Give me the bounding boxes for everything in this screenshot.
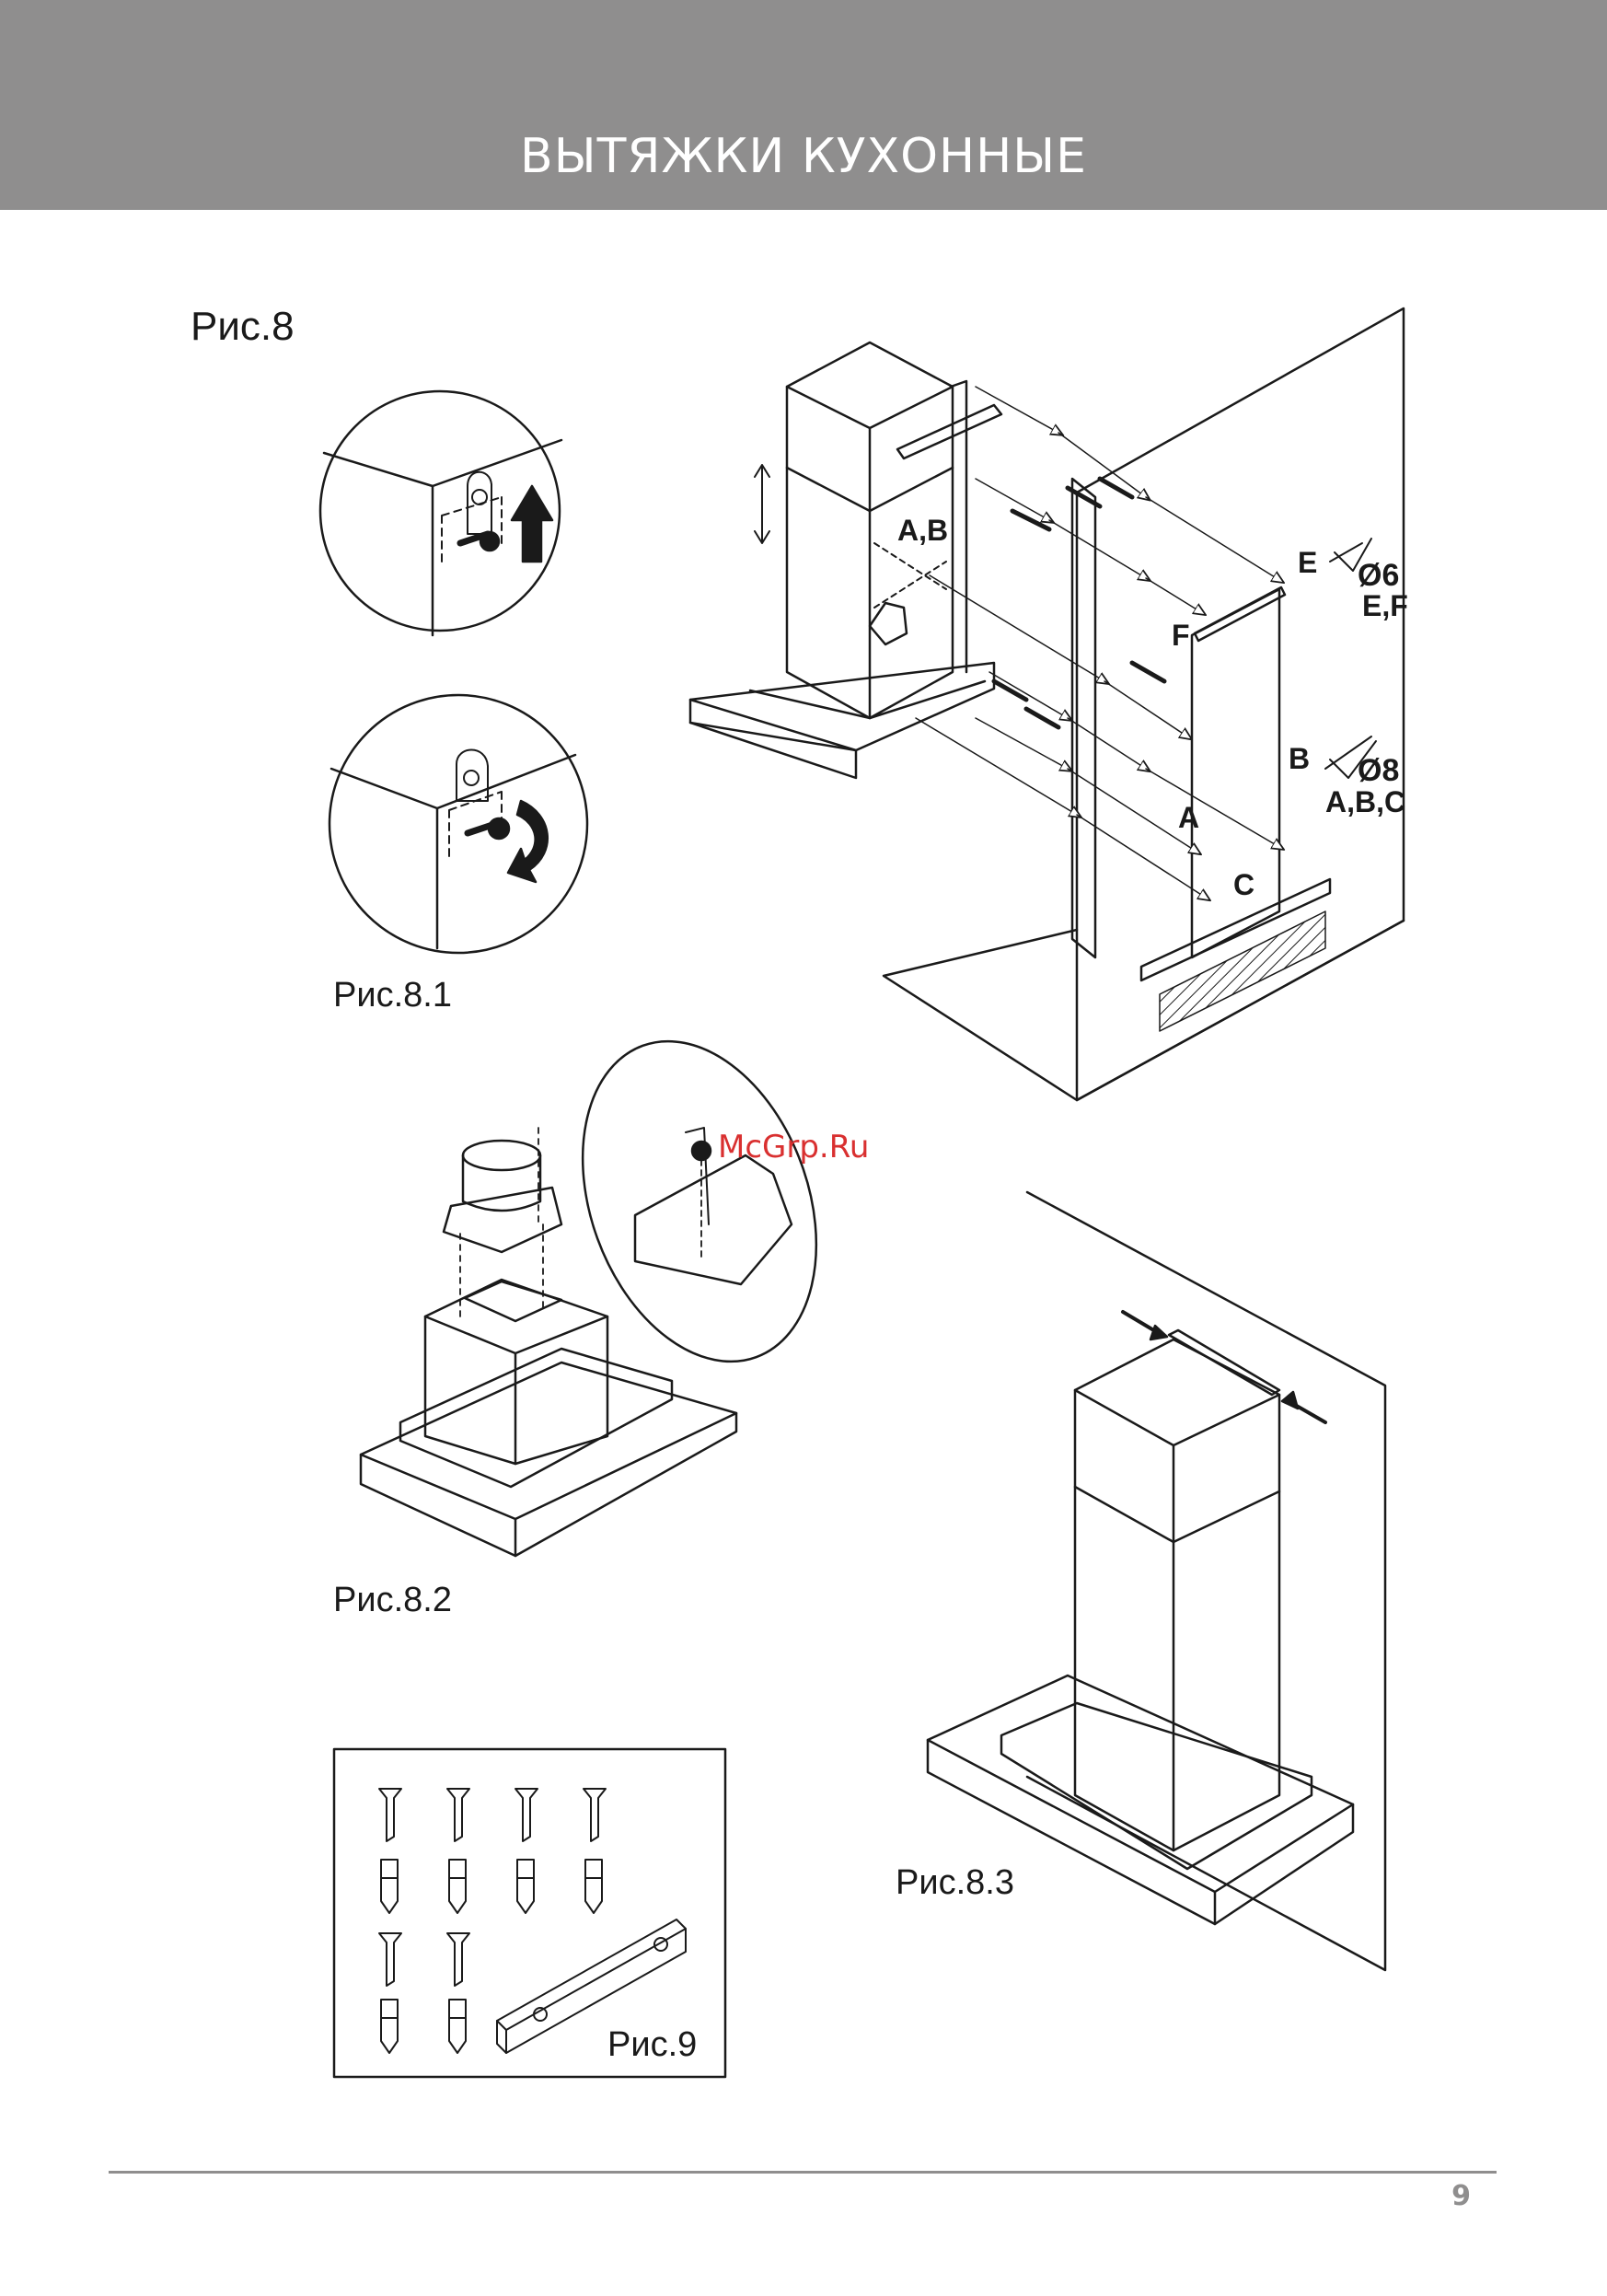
fig8-installation-diagram [690, 308, 1404, 1100]
callout-e: E [1298, 546, 1317, 580]
callout-a: A [1178, 801, 1199, 835]
callout-b: B [1289, 742, 1310, 776]
fig9-hardware-kit [334, 1749, 725, 2077]
callout-c: C [1233, 868, 1254, 902]
diameter-8-label: Ø8 [1358, 753, 1399, 789]
page-number: 9 [1436, 2180, 1471, 2212]
diameter-8-parts: A,B,C [1325, 785, 1405, 819]
diameter-6-parts: E,F [1362, 589, 1408, 623]
fig8-2-diagram [361, 1008, 858, 1556]
callout-f: F [1172, 619, 1190, 653]
fig8-1-detail-bottom [329, 695, 587, 953]
fig8-3-diagram [928, 1192, 1385, 1970]
fig8-1-detail-top [320, 391, 561, 635]
footer-rule [109, 2171, 1497, 2174]
watermark: McGrp.Ru [718, 1129, 869, 1165]
callout-ab: A,B [897, 514, 948, 548]
